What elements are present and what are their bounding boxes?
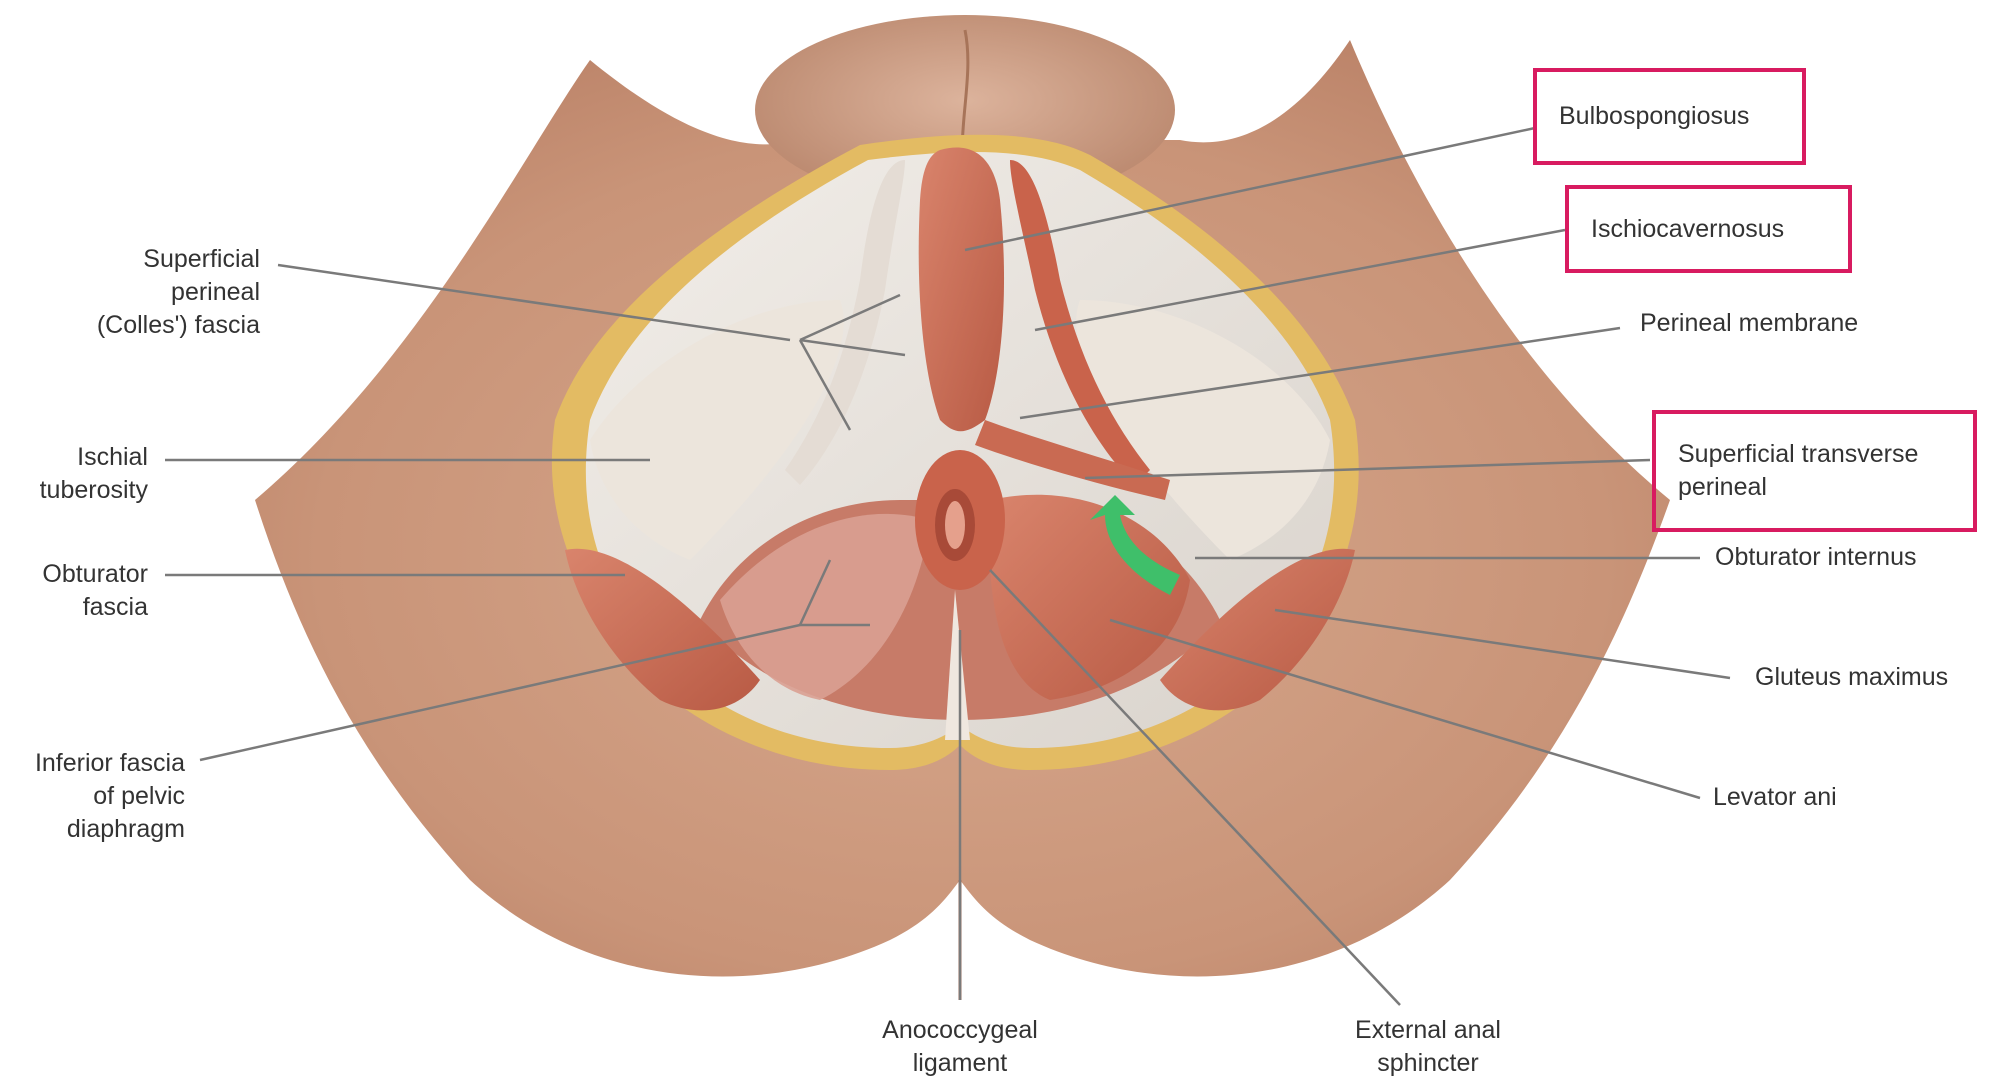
- label-obturator-fascia: Obturator fascia: [10, 558, 148, 624]
- label-ischial-tuberosity: Ischial tuberosity: [10, 441, 148, 507]
- label-anococcygeal-ligament: Anococcygeal ligament: [860, 1014, 1060, 1080]
- label-superficial-transverse-perineal: Superficial transverse perineal: [1652, 410, 1977, 532]
- label-levator-ani: Levator ani: [1713, 781, 1837, 814]
- label-ischiocavernosus: Ischiocavernosus: [1565, 185, 1852, 273]
- label-superficial-perineal-fascia: Superficial perineal (Colles') fascia: [60, 243, 260, 342]
- label-gluteus-maximus: Gluteus maximus: [1755, 661, 1948, 694]
- label-external-anal-sphincter: External anal sphincter: [1328, 1014, 1528, 1080]
- label-obturator-internus: Obturator internus: [1715, 541, 1917, 574]
- bulbospongiosus-muscle: [919, 147, 1004, 431]
- label-perineal-membrane: Perineal membrane: [1640, 307, 1858, 340]
- label-bulbospongiosus: Bulbospongiosus: [1533, 68, 1806, 165]
- label-inferior-fascia-pelvic-diaphragm: Inferior fascia of pelvic diaphragm: [10, 747, 185, 846]
